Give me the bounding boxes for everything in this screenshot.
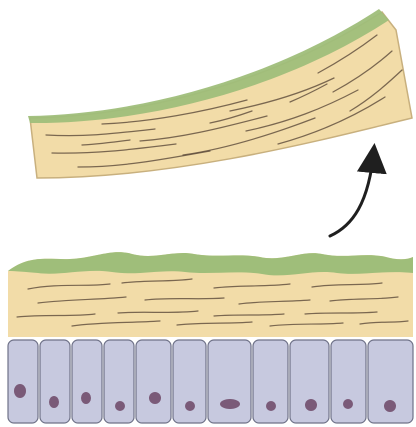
cell-nucleus-4 (115, 401, 125, 411)
cell-nucleus-11 (384, 400, 396, 412)
attached-surface-layer (8, 252, 413, 275)
cell-nucleus-7 (220, 399, 240, 409)
attached-tissue-block (8, 252, 413, 337)
cell-7 (208, 340, 251, 423)
cell-nucleus-10 (343, 399, 353, 409)
cell-5 (136, 340, 171, 423)
cell-3 (72, 340, 102, 423)
cell-nucleus-9 (305, 399, 317, 411)
cell-nucleus-5 (149, 392, 161, 404)
cell-nucleus-1 (14, 384, 26, 398)
cell-nucleus-6 (185, 401, 195, 411)
cell-row (8, 340, 413, 423)
detached-tissue-strip (28, 9, 412, 178)
cell-nucleus-2 (49, 396, 59, 408)
cell-1 (8, 340, 38, 423)
cell-2 (40, 340, 70, 423)
upward-curved-arrow (330, 149, 374, 236)
cell-nucleus-8 (266, 401, 276, 411)
cell-nucleus-3 (81, 392, 91, 404)
cell-10 (331, 340, 366, 423)
